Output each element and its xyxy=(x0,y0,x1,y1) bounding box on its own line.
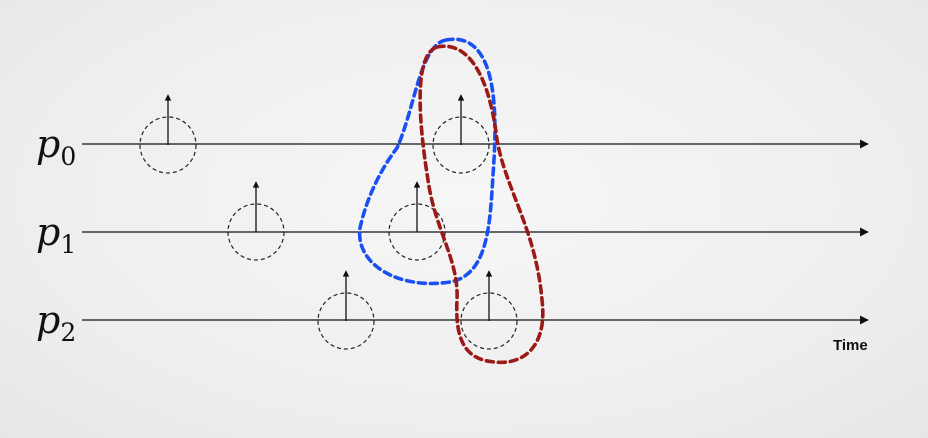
event-circle xyxy=(432,116,490,174)
process-label-p0: p0 xyxy=(36,122,76,171)
cut-red-outline xyxy=(418,44,545,365)
event-p2-1 xyxy=(317,270,375,350)
time-axis-label: Time xyxy=(833,337,868,354)
process-row-p2: p2 xyxy=(36,270,869,350)
event-p1-2 xyxy=(388,181,446,261)
process-row-p1: p1 xyxy=(36,181,869,261)
event-p0-2 xyxy=(432,94,490,174)
event-p2-2 xyxy=(460,270,518,350)
process-label-p2: p2 xyxy=(36,298,76,347)
event-p0-1 xyxy=(139,94,197,174)
event-circle xyxy=(227,203,285,261)
event-circle xyxy=(388,203,446,261)
event-circle xyxy=(139,116,197,174)
event-p1-1 xyxy=(227,181,285,261)
event-circle xyxy=(317,292,375,350)
event-circle xyxy=(460,292,518,350)
cut-blue-outline xyxy=(357,37,497,286)
process-row-p0: p0 xyxy=(36,94,869,174)
process-label-p1: p1 xyxy=(36,210,76,259)
